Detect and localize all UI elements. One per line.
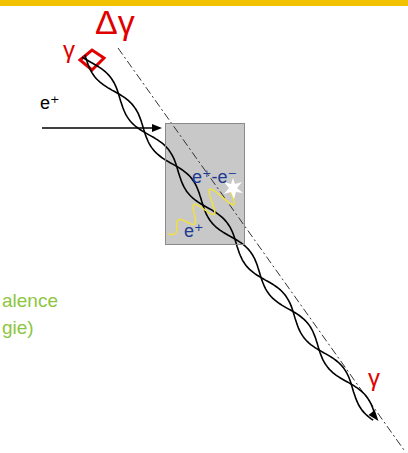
axis-dashdot	[118, 48, 404, 450]
target-fill	[165, 123, 245, 245]
target-box: e⁺-e⁻ e⁺	[165, 123, 245, 245]
particle-label: e⁺	[184, 222, 204, 240]
particle-label: e⁺-e⁻	[192, 168, 237, 186]
photon-waves	[82, 55, 378, 421]
photon-wave	[82, 57, 373, 420]
positron-label: e⁺	[40, 94, 60, 112]
top-band	[0, 0, 408, 6]
arrow-head	[369, 410, 379, 421]
cut-text: gie)	[2, 318, 34, 337]
photon-label: γ	[63, 38, 75, 62]
photon-label: γ	[368, 366, 380, 390]
polarization-diamond	[80, 50, 104, 70]
arrow-head	[152, 124, 162, 132]
delta-gamma-label: Δγ	[95, 5, 135, 39]
cut-text: alence	[2, 291, 58, 310]
photon-wave	[85, 55, 376, 418]
